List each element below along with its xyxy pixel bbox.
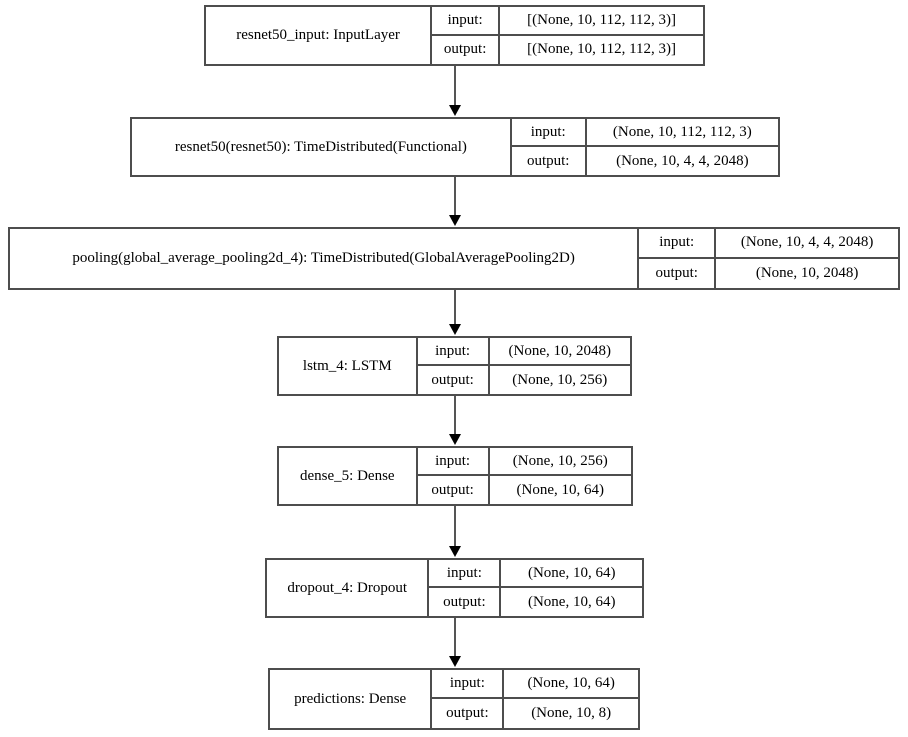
node-label: resnet50(resnet50): TimeDistributed(Func… (174, 138, 467, 155)
input-label: input: (435, 342, 471, 359)
node-input-row: input: (None, 10, 2048) (417, 338, 630, 366)
arrow-head-icon (449, 546, 461, 557)
graph-edge-5 (449, 618, 461, 668)
graph-edge-2 (449, 290, 461, 336)
graph-node-predictions[interactable]: predictions: Dense input: (None, 10, 64)… (268, 668, 640, 730)
node-output-row: output: (None, 10, 8) (432, 699, 638, 728)
input-label: input: (449, 675, 485, 691)
node-output-row: output: (None, 10, 64) (418, 476, 631, 504)
graph-node-resnet50-input[interactable]: resnet50_input: InputLayer input: [(None… (204, 5, 705, 66)
input-label: input: (446, 564, 482, 581)
edge-line (454, 396, 456, 436)
node-input-row: input: (None, 10, 4, 4, 2048) (639, 229, 898, 259)
node-output-row: output: (None, 10, 64) (429, 588, 642, 616)
arrow-head-icon (449, 215, 461, 226)
output-shape: (None, 10, 2048) (714, 258, 898, 288)
input-label: input: (435, 452, 471, 469)
output-shape: [(None, 10, 112, 112, 3)] (498, 35, 703, 64)
node-label: dense_5: Dense (300, 467, 395, 484)
graph-node-dropout-4[interactable]: dropout_4: Dropout input: (None, 10, 64)… (265, 558, 644, 618)
output-shape: (None, 10, 256) (487, 366, 630, 394)
node-input-row: input: (None, 10, 256) (417, 448, 631, 476)
node-io-table: input: (None, 10, 112, 112, 3) output: (… (509, 119, 778, 175)
node-label: resnet50_input: InputLayer (236, 27, 400, 43)
output-label: output: (443, 41, 487, 58)
node-output-row: output: (None, 10, 2048) (639, 258, 898, 288)
output-shape: (None, 10, 64) (487, 476, 631, 504)
node-output-row: output: [(None, 10, 112, 112, 3)] (432, 35, 703, 64)
arrow-head-icon (449, 656, 461, 667)
node-io-table: input: (None, 10, 256) output: (None, 10… (415, 448, 631, 504)
edge-line (454, 66, 456, 107)
graph-edge-3 (449, 396, 461, 446)
output-label: output: (446, 705, 489, 721)
output-shape: (None, 10, 64) (499, 588, 642, 616)
graph-node-pooling[interactable]: pooling(global_average_pooling2d_4): Tim… (8, 227, 900, 290)
node-io-table: input: (None, 10, 4, 4, 2048) output: (N… (637, 229, 898, 288)
graph-node-dense-5[interactable]: dense_5: Dense input: (None, 10, 256) ou… (277, 446, 633, 506)
graph-node-lstm-4[interactable]: lstm_4: LSTM input: (None, 10, 2048) out… (277, 336, 632, 396)
node-label: pooling(global_average_pooling2d_4): Tim… (72, 250, 575, 266)
node-label: predictions: Dense (294, 690, 407, 707)
edge-line (454, 506, 456, 548)
node-label: lstm_4: LSTM (302, 357, 392, 374)
output-shape: (None, 10, 4, 4, 2048) (584, 147, 778, 175)
node-io-table: input: [(None, 10, 112, 112, 3)] output:… (430, 7, 703, 64)
input-shape: (None, 10, 64) (499, 560, 642, 586)
edge-line (454, 618, 456, 658)
node-io-table: input: (None, 10, 64) output: (None, 10,… (427, 560, 642, 616)
graph-node-resnet50[interactable]: resnet50(resnet50): TimeDistributed(Func… (130, 117, 780, 177)
edge-line (454, 290, 456, 326)
node-input-row: input: [(None, 10, 112, 112, 3)] (432, 7, 703, 36)
input-shape: [(None, 10, 112, 112, 3)] (498, 7, 703, 34)
node-label: dropout_4: Dropout (287, 579, 407, 596)
node-input-row: input: (None, 10, 112, 112, 3) (511, 119, 778, 147)
output-label: output: (443, 593, 486, 610)
input-shape: (None, 10, 4, 4, 2048) (714, 229, 898, 257)
edge-line (454, 177, 456, 217)
graph-edge-1 (449, 177, 461, 227)
input-shape: (None, 10, 112, 112, 3) (584, 119, 778, 145)
arrow-head-icon (449, 324, 461, 335)
arrow-head-icon (449, 434, 461, 445)
input-label: input: (447, 11, 483, 28)
input-shape: (None, 10, 256) (487, 448, 631, 474)
graph-edge-0 (449, 66, 461, 117)
output-label: output: (431, 481, 474, 498)
input-label: input: (530, 123, 566, 140)
graph-edge-4 (449, 506, 461, 558)
node-input-row: input: (None, 10, 64) (432, 670, 638, 699)
input-shape: (None, 10, 2048) (487, 338, 630, 364)
arrow-head-icon (449, 105, 461, 116)
node-io-table: input: (None, 10, 2048) output: (None, 1… (415, 338, 630, 394)
output-label: output: (431, 371, 474, 388)
node-output-row: output: (None, 10, 4, 4, 2048) (512, 147, 778, 175)
output-label: output: (526, 152, 570, 169)
node-output-row: output: (None, 10, 256) (418, 366, 630, 394)
input-label: input: (659, 234, 695, 251)
input-shape: (None, 10, 64) (502, 670, 638, 697)
node-input-row: input: (None, 10, 64) (429, 560, 642, 588)
node-io-table: input: (None, 10, 64) output: (None, 10,… (430, 670, 638, 728)
output-label: output: (655, 264, 698, 281)
output-shape: (None, 10, 8) (502, 699, 638, 728)
